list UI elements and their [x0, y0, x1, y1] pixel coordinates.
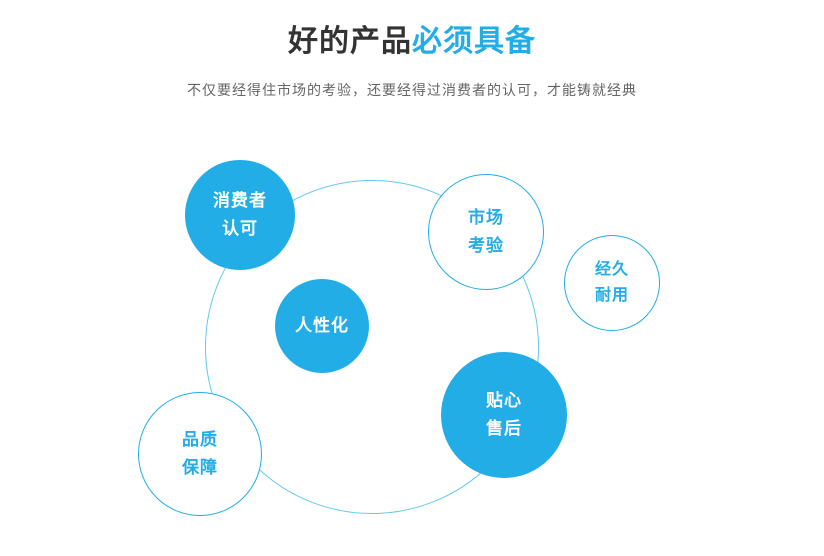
page-subtitle: 不仅要经得住市场的考验，还要经得过消费者的认可，才能铸就经典: [187, 82, 637, 98]
bubble-humanized: 人性化: [275, 279, 369, 373]
bubble-durable-line2: 耐用: [594, 287, 629, 304]
bubble-market-test: 市场 考验: [428, 174, 544, 290]
bubble-humanized-line1: 人性化: [295, 315, 349, 335]
bubble-market-test-line2: 考验: [468, 236, 504, 255]
bubble-quality-guarantee: 品质 保障: [138, 392, 262, 516]
page-title-dark-part: 好的产品: [288, 25, 412, 58]
page-title: 好的产品必须具备: [0, 16, 824, 60]
bubble-durable-line1: 经久: [594, 260, 629, 278]
bubble-consumer-approval: 消费者 认可: [185, 160, 295, 270]
bubble-caring-aftersale-line1: 贴心: [486, 390, 522, 410]
bubble-durable: 经久 耐用: [564, 235, 660, 331]
bubble-consumer-approval-line1: 消费者: [213, 190, 267, 210]
page-title-accent-part: 必须具备: [412, 25, 536, 58]
bubble-market-test-line1: 市场: [468, 207, 504, 227]
bubble-caring-aftersale-line2: 售后: [486, 419, 522, 438]
bubble-consumer-approval-line2: 认可: [222, 219, 258, 238]
main-ring-circle: [205, 180, 539, 514]
bubble-caring-aftersale: 贴心 售后: [441, 352, 567, 478]
bubble-quality-guarantee-line1: 品质: [182, 429, 218, 449]
bubble-quality-guarantee-line2: 保障: [182, 458, 218, 477]
